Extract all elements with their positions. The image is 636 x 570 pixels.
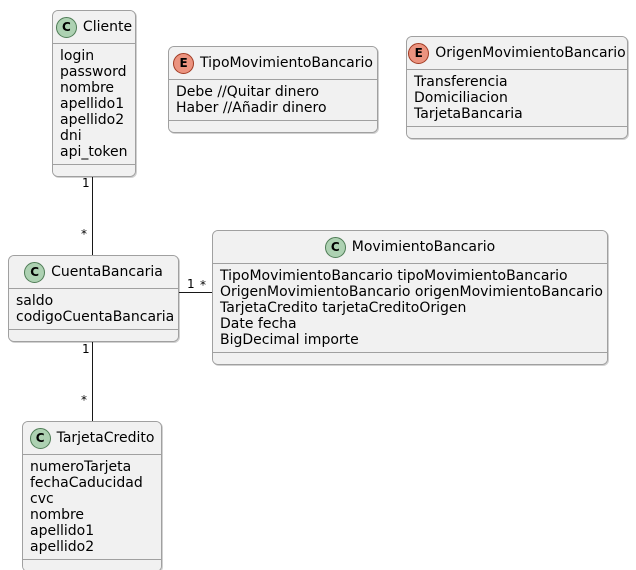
attribute-row: password bbox=[60, 64, 127, 80]
class-node-cuentabancaria-header: C CuentaBancaria bbox=[9, 256, 178, 289]
class-node-cuentabancaria[interactable]: C CuentaBancaria saldo codigoCuentaBanca… bbox=[8, 255, 179, 342]
class-node-movimientobancario-header: C MovimientoBancario bbox=[213, 231, 607, 264]
attribute-row: nombre bbox=[60, 80, 115, 96]
class-node-movimientobancario-title: MovimientoBancario bbox=[351, 239, 496, 255]
attribute-row: BigDecimal importe bbox=[220, 332, 359, 348]
edge-cliente-cuentabancaria-source-multiplicity: 1 bbox=[82, 176, 90, 190]
class-node-movimientobancario-methods bbox=[213, 353, 607, 364]
class-node-cliente-header: C Cliente bbox=[53, 11, 135, 44]
edge-cliente-cuentabancaria-target-multiplicity: * bbox=[81, 227, 87, 241]
attribute-row: cvc bbox=[30, 491, 54, 507]
enum-node-origenmovimientobancario-title: OrigenMovimientoBancario bbox=[435, 45, 626, 61]
class-node-cliente-attributes: login password nombre apellido1 apellido… bbox=[53, 44, 135, 165]
attribute-row: apellido2 bbox=[60, 112, 125, 128]
class-node-cuentabancaria-methods bbox=[9, 330, 178, 341]
enum-icon: E bbox=[408, 42, 430, 64]
attribute-row: nombre bbox=[30, 507, 85, 523]
class-node-tarjetacredito-methods bbox=[23, 560, 161, 570]
attribute-row: TarjetaCredito tarjetaCreditoOrigen bbox=[220, 300, 467, 316]
class-node-tarjetacredito-attributes: numeroTarjeta fechaCaducidad cvc nombre … bbox=[23, 455, 161, 560]
attribute-row: OrigenMovimientoBancario origenMovimient… bbox=[220, 284, 603, 300]
class-icon: C bbox=[24, 261, 46, 283]
class-node-tarjetacredito[interactable]: C TarjetaCredito numeroTarjeta fechaCadu… bbox=[22, 421, 162, 570]
class-icon: C bbox=[55, 16, 77, 38]
attribute-row: fechaCaducidad bbox=[30, 475, 143, 491]
class-node-tarjetacredito-title: TarjetaCredito bbox=[56, 430, 155, 446]
attribute-row: apellido1 bbox=[60, 96, 125, 112]
edge-cuentabancaria-movimientobancario-target-multiplicity: * bbox=[200, 278, 206, 292]
edge-cuentabancaria-tarjetacredito-source-multiplicity: 1 bbox=[82, 342, 90, 356]
attribute-row: dni bbox=[60, 128, 82, 144]
class-node-cuentabancaria-title: CuentaBancaria bbox=[51, 264, 163, 280]
class-node-cliente[interactable]: C Cliente login password nombre apellido… bbox=[52, 10, 136, 177]
attribute-row: apellido1 bbox=[30, 523, 95, 539]
edge-cliente-cuentabancaria bbox=[92, 170, 93, 255]
edge-cuentabancaria-movimientobancario bbox=[179, 292, 213, 293]
enum-value-row: TarjetaBancaria bbox=[414, 106, 523, 122]
attribute-row: Date fecha bbox=[220, 316, 297, 332]
class-node-tarjetacredito-header: C TarjetaCredito bbox=[23, 422, 161, 455]
enum-node-tipomovimientobancario-values: Debe //Quitar dinero Haber //Añadir dine… bbox=[169, 80, 377, 121]
enum-node-tipomovimientobancario-title: TipoMovimientoBancario bbox=[200, 55, 373, 71]
enum-node-origenmovimientobancario-footer bbox=[407, 127, 627, 138]
class-node-movimientobancario[interactable]: C MovimientoBancario TipoMovimientoBanca… bbox=[212, 230, 608, 365]
enum-node-tipomovimientobancario-footer bbox=[169, 121, 377, 132]
edge-cuentabancaria-tarjetacredito-target-multiplicity: * bbox=[81, 393, 87, 407]
enum-icon: E bbox=[173, 52, 195, 74]
class-icon: C bbox=[29, 427, 51, 449]
attribute-row: login bbox=[60, 48, 95, 64]
enum-value-row: Transferencia bbox=[414, 74, 508, 90]
attribute-row: apellido2 bbox=[30, 539, 95, 555]
enum-value-row: Debe //Quitar dinero bbox=[176, 84, 320, 100]
enum-node-origenmovimientobancario-values: Transferencia Domiciliacion TarjetaBanca… bbox=[407, 70, 627, 127]
class-node-movimientobancario-attributes: TipoMovimientoBancario tipoMovimientoBan… bbox=[213, 264, 607, 353]
enum-node-origenmovimientobancario-header: E OrigenMovimientoBancario bbox=[407, 37, 627, 70]
edge-cuentabancaria-movimientobancario-source-multiplicity: 1 bbox=[187, 277, 195, 291]
enum-node-tipomovimientobancario-header: E TipoMovimientoBancario bbox=[169, 47, 377, 80]
attribute-row: numeroTarjeta bbox=[30, 459, 132, 475]
enum-node-tipomovimientobancario[interactable]: E TipoMovimientoBancario Debe //Quitar d… bbox=[168, 46, 378, 133]
class-icon: C bbox=[324, 236, 346, 258]
class-node-cliente-methods bbox=[53, 165, 135, 176]
attribute-row: TipoMovimientoBancario tipoMovimientoBan… bbox=[220, 268, 568, 284]
enum-value-row: Domiciliacion bbox=[414, 90, 508, 106]
enum-node-origenmovimientobancario[interactable]: E OrigenMovimientoBancario Transferencia… bbox=[406, 36, 628, 139]
enum-value-row: Haber //Añadir dinero bbox=[176, 100, 327, 116]
attribute-row: codigoCuentaBancaria bbox=[16, 309, 175, 325]
edge-cuentabancaria-tarjetacredito bbox=[92, 336, 93, 421]
class-node-cuentabancaria-attributes: saldo codigoCuentaBancaria bbox=[9, 289, 178, 330]
class-node-cliente-title: Cliente bbox=[82, 19, 133, 35]
attribute-row: api_token bbox=[60, 144, 128, 160]
attribute-row: saldo bbox=[16, 293, 54, 309]
